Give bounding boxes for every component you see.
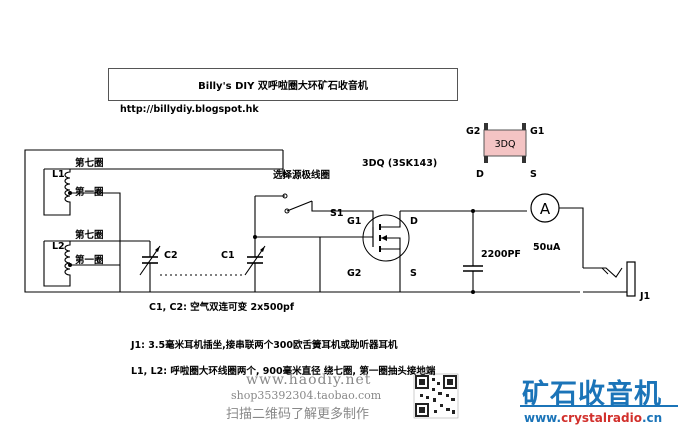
jack-note: J1: 3.5毫米耳机插坐,接串联两个300欧舌簧耳机或助听器耳机 [131,340,398,351]
brand-url-suffix: .cn [641,411,663,425]
package-pin-d [484,156,488,163]
l1-label: L1 [52,169,65,180]
outer-wires [24,149,580,293]
d-label: D [410,216,418,227]
brand-url-prefix: www. [524,411,562,425]
s-label: S [410,268,417,279]
capacitor-c2 [139,241,161,292]
brand-logo: 矿石收音机 [522,379,662,410]
coil-l1 [43,168,284,292]
s1-label: S1 [330,208,343,219]
ammeter: A [530,193,584,268]
l2-label: L2 [52,241,65,252]
package-s-label: S [530,169,537,180]
package-d-label: D [476,169,484,180]
capacitor-c1 [244,196,266,292]
package-pin-g1 [522,123,526,130]
blog-url[interactable]: http://billydiy.blogspot.hk [120,104,259,115]
coil-note: L1, L2: 呼啦圈大环线圈两个, 900毫米直径 绕七圈, 第一圈抽头接地端 [131,366,436,377]
brand-divider [520,405,678,407]
watermark-scan: 扫描二维码了解更多制作 [226,407,370,422]
c1-label: C1 [221,250,235,261]
page-title: Billy's DIY 双呼啦圈大环矿石收音机 [198,81,368,92]
meter-symbol: A [540,200,551,218]
coil-l2 [43,240,150,287]
package-g1-label: G1 [530,126,544,137]
package-pin-s [522,156,526,163]
watermark-site: www.haodiy.net [246,372,372,388]
jack-j1 [583,261,636,297]
package-label: 3DQ [495,139,516,150]
package-g2-label: G2 [466,126,480,137]
capacitor-note: C1, C2: 空气双连可变 2x500pf [149,302,294,313]
g2-label: G2 [347,268,361,279]
brand-url[interactable]: www.crystalradio.cn [524,411,662,425]
watermark-shop: shop35392304.taobao.com [231,389,382,402]
mosfet [319,210,410,292]
package-pin-g2 [484,123,488,130]
l1-bottom-label: 第一圈 [75,186,104,198]
meter-value: 50uA [533,242,561,253]
l1-top-label: 第七圈 [75,157,104,169]
capacitor-2200pf [463,211,483,294]
cap-label: 2200PF [481,249,521,260]
qr-code[interactable] [413,373,459,419]
l2-bottom-label: 第一圈 [75,254,104,266]
transistor-name: 3DQ (3SK143) [362,158,437,169]
title-box: Billy's DIY 双呼啦圈大环矿石收音机 [108,68,458,101]
package-body [483,129,527,157]
g1-label: G1 [347,216,361,227]
brand-url-mid: crystalradio [561,411,642,425]
transistor-package: 3DQ G2 G1 D S [466,123,544,180]
l2-top-label: 第七圈 [75,229,104,241]
selector-label: 选择源极线圈 [273,169,330,181]
jack-label: J1 [639,291,650,302]
selector-switch-s1 [255,172,355,214]
c2-label: C2 [164,250,178,261]
